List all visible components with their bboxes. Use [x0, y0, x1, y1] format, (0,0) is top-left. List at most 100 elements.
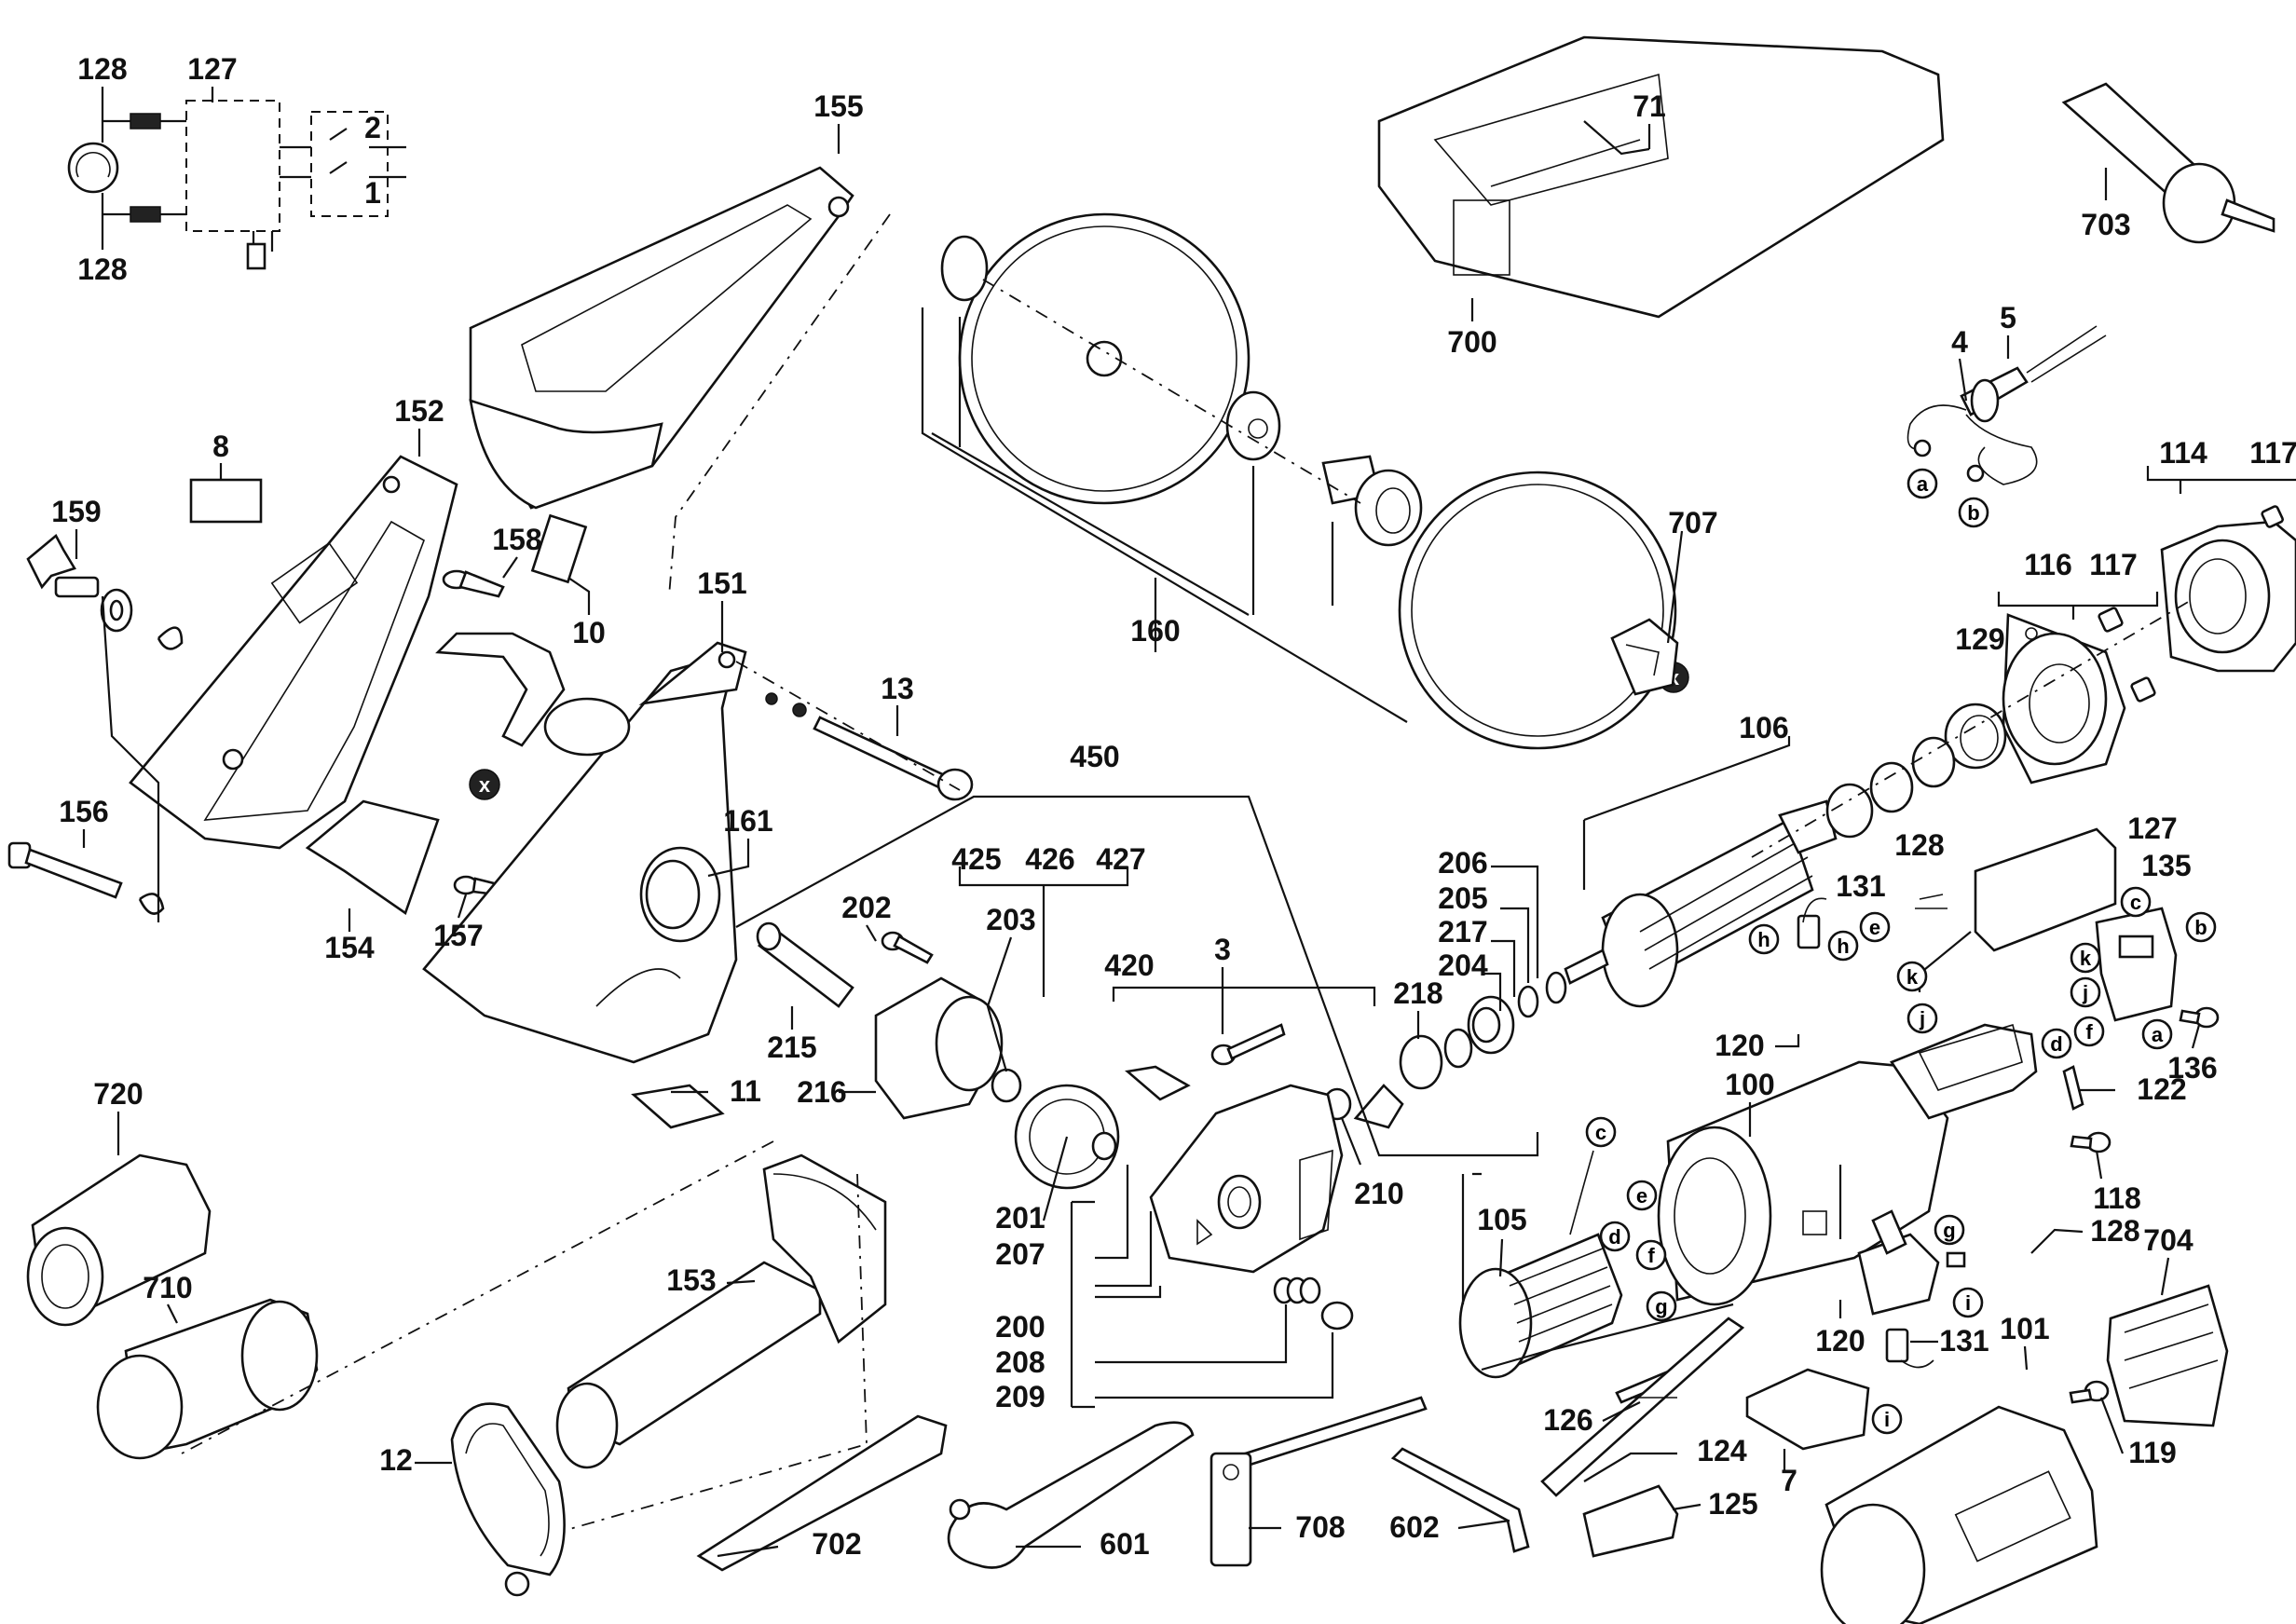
pin-117c: [2261, 505, 2284, 528]
badge-e-1: e: [1859, 911, 1891, 943]
svg-text:j: j: [1919, 1007, 1925, 1030]
locking-knob: [26, 533, 133, 633]
clip-122: [2062, 1065, 2084, 1111]
callout-125: 125: [1708, 1487, 1757, 1521]
callout-205: 205: [1438, 881, 1487, 915]
badge-a-2: a: [2141, 1018, 2173, 1050]
pinion-210: [1322, 1084, 1404, 1129]
callout-116: 116: [2024, 548, 2072, 581]
bearing-rings: [1399, 971, 1567, 1090]
callout-152: 152: [394, 394, 444, 428]
callout-11: 11: [730, 1074, 761, 1108]
guard-bracket: [305, 632, 566, 916]
side-handle: [2061, 82, 2276, 244]
callout-425: 425: [951, 842, 1001, 876]
svg-text:a: a: [1917, 472, 1929, 496]
svg-text:f: f: [2085, 1020, 2093, 1044]
callout-119: 119: [2128, 1436, 2177, 1469]
badge-c-1: c: [2120, 886, 2152, 918]
t-handle-708: [1210, 1396, 1428, 1567]
motor-housing: [1657, 1023, 2038, 1306]
callout-13: 13: [881, 672, 914, 705]
callout-154: 154: [324, 931, 375, 964]
callout-204: 204: [1438, 948, 1488, 982]
screw-202: [881, 931, 934, 964]
callout-124: 124: [1697, 1434, 1747, 1467]
callout-5: 5: [2000, 301, 2016, 334]
callout-120b: 120: [1815, 1324, 1865, 1358]
callout-128a: 128: [77, 52, 127, 86]
field-coil: [1458, 1233, 1623, 1379]
callout-158: 158: [492, 523, 541, 556]
badge-h-1: h: [1748, 923, 1780, 955]
armature: [1564, 736, 1956, 1008]
screw-158: [442, 569, 505, 598]
callout-209: 209: [995, 1380, 1045, 1413]
svg-text:k: k: [2080, 947, 2092, 970]
badge-g-2: g: [1934, 1214, 1965, 1246]
o-ring-203: [991, 1068, 1022, 1103]
badge-j-2: j: [1906, 1003, 1938, 1034]
badge-e-2: e: [1626, 1180, 1658, 1211]
callout-206: 206: [1438, 846, 1487, 880]
grille-704: [2106, 1284, 2229, 1427]
power-cord: [1906, 325, 2107, 485]
badge-d-2: d: [1599, 1221, 1631, 1252]
badge-j-1: j: [2070, 976, 2101, 1008]
callout-426: 426: [1025, 842, 1074, 876]
callout-100: 100: [1725, 1068, 1774, 1101]
callout-118: 118: [2093, 1181, 2141, 1215]
dust-hood-cover: [469, 166, 854, 510]
svg-text:j: j: [2082, 981, 2088, 1004]
badge-k-2: k: [2070, 942, 2101, 974]
callout-114: 114: [2159, 436, 2207, 470]
svg-text:a: a: [2152, 1023, 2164, 1046]
badge-i-1: i: [1952, 1287, 1984, 1318]
pin-117: [2098, 607, 2124, 633]
badge-f-1: f: [2073, 1016, 2105, 1047]
callout-106: 106: [1739, 711, 1788, 744]
callout-708: 708: [1295, 1510, 1345, 1544]
badge-g-1: g: [1646, 1290, 1677, 1322]
switch-slide: [1540, 1317, 1745, 1497]
callout-117b: 117: [2089, 548, 2138, 581]
svg-text:g: g: [1943, 1219, 1955, 1242]
svg-text:d: d: [1608, 1225, 1620, 1249]
brush-131a: [1797, 914, 1821, 949]
spindle-215: [756, 921, 854, 1008]
callout-710: 710: [143, 1271, 192, 1304]
callout-101: 101: [2000, 1312, 2049, 1345]
svg-text:h: h: [1757, 928, 1770, 951]
callout-131b: 131: [1939, 1324, 1988, 1358]
vacuum-adapter-710: [96, 1298, 319, 1460]
callout-136: 136: [2167, 1051, 2217, 1085]
blade-guard: [129, 455, 458, 850]
pin-420: [1125, 1065, 1191, 1101]
diamond-blade: [940, 212, 1423, 547]
callout-2: 2: [364, 111, 381, 144]
springs-208: [1273, 1276, 1321, 1304]
strap-12: [450, 1402, 566, 1597]
callout-156: 156: [59, 795, 108, 828]
callout-218: 218: [1393, 976, 1442, 1010]
screw-119: [2069, 1380, 2110, 1404]
svg-text:h: h: [1837, 935, 1849, 958]
callout-207: 207: [995, 1237, 1045, 1271]
badge-k-1: k: [1896, 961, 1928, 992]
screw-136: [2179, 1006, 2220, 1029]
callout-216: 216: [797, 1075, 846, 1109]
callout-450: 450: [1070, 740, 1119, 773]
wiring-schematic: [67, 100, 406, 270]
callout-602: 602: [1389, 1510, 1439, 1544]
callout-217: 217: [1438, 915, 1487, 948]
callout-3: 3: [1214, 933, 1231, 966]
svg-text:g: g: [1655, 1295, 1667, 1318]
label-sticker-11: [631, 1084, 725, 1129]
callout-151: 151: [697, 566, 746, 600]
callout-201: 201: [995, 1201, 1045, 1235]
badge-h-2: h: [1827, 930, 1859, 962]
svg-text:b: b: [2194, 916, 2207, 939]
guard-housing: [422, 641, 747, 1064]
extension-tube: [555, 1153, 887, 1469]
